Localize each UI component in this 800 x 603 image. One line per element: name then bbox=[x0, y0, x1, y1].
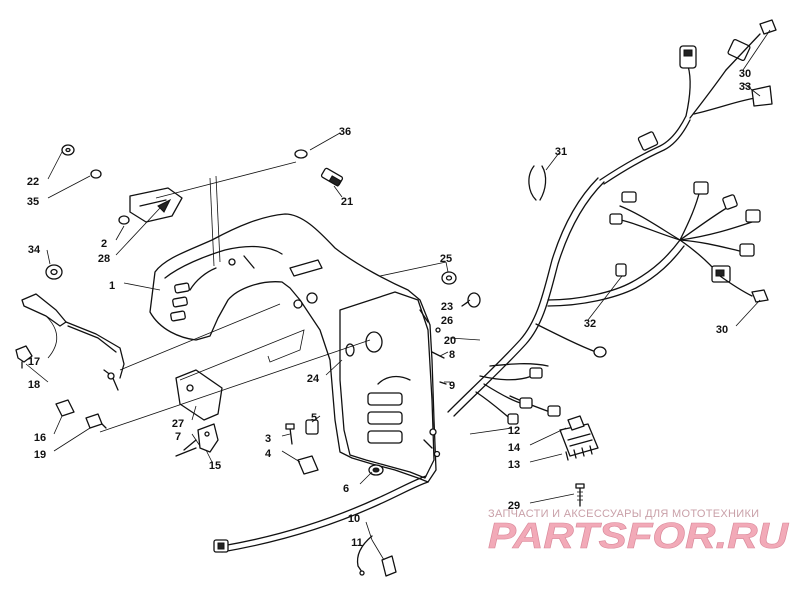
leader-lines bbox=[25, 29, 771, 561]
grommet-36 bbox=[294, 149, 308, 159]
wiring-harness bbox=[447, 19, 777, 425]
cable-17 bbox=[21, 293, 125, 391]
callout-35: 35 bbox=[27, 196, 39, 208]
callout-25: 25 bbox=[440, 253, 452, 265]
grommet-25 bbox=[441, 271, 457, 285]
callout-34: 34 bbox=[28, 244, 41, 256]
watermark-logo-text: PARTSFOR.RU bbox=[488, 515, 789, 556]
callout-14: 14 bbox=[508, 442, 521, 454]
callout-23: 23 bbox=[441, 301, 453, 313]
callout-12: 12 bbox=[508, 425, 520, 437]
callout-13: 13 bbox=[508, 459, 520, 471]
grommet-6 bbox=[368, 464, 384, 476]
callout-2: 2 bbox=[101, 238, 107, 250]
callout-33: 33 bbox=[739, 81, 751, 93]
connector-4 bbox=[297, 455, 319, 475]
lower-vents bbox=[367, 375, 411, 444]
bolt-29 bbox=[575, 483, 585, 507]
callout-16: 16 bbox=[34, 432, 46, 444]
callout-6: 6 bbox=[343, 483, 349, 495]
callout-26: 26 bbox=[441, 315, 453, 327]
washer-35 bbox=[90, 169, 102, 179]
bracket-15 bbox=[183, 423, 219, 453]
callout-22: 22 bbox=[27, 176, 39, 188]
callout-7: 7 bbox=[175, 431, 181, 443]
lower-cable bbox=[213, 475, 429, 553]
bracket-27 bbox=[175, 369, 223, 421]
callout-labels: 1228223536213417181619277153452462523262… bbox=[27, 68, 751, 549]
callout-28: 28 bbox=[98, 253, 110, 265]
left-vents bbox=[170, 282, 190, 322]
callout-1: 1 bbox=[109, 280, 115, 292]
callout-20: 20 bbox=[444, 335, 456, 347]
callout-27: 27 bbox=[172, 418, 184, 430]
callout-4: 4 bbox=[265, 448, 272, 460]
callout-17: 17 bbox=[28, 356, 40, 368]
screw-8 bbox=[431, 351, 445, 359]
callout-30: 30 bbox=[739, 68, 751, 80]
upper-bracket bbox=[118, 187, 183, 225]
socket-23-26 bbox=[461, 292, 481, 308]
callout-30: 30 bbox=[716, 324, 728, 336]
plug-14 bbox=[567, 415, 585, 431]
connector-5 bbox=[305, 419, 319, 435]
callout-24: 24 bbox=[307, 373, 320, 385]
callout-18: 18 bbox=[28, 379, 40, 391]
bulb-19 bbox=[85, 413, 107, 429]
callout-21: 21 bbox=[341, 196, 353, 208]
callout-19: 19 bbox=[34, 449, 46, 461]
lead-10 bbox=[356, 535, 373, 576]
callout-9: 9 bbox=[449, 380, 455, 392]
clip-18 bbox=[15, 345, 33, 369]
watermark-tagline: ЗАПЧАСТИ И АКСЕССУАРЫ ДЛЯ МОТОТЕХНИКИ bbox=[488, 508, 760, 520]
callout-31: 31 bbox=[555, 146, 567, 158]
regulator-13 bbox=[559, 423, 599, 461]
console-housing bbox=[149, 213, 441, 483]
callout-32: 32 bbox=[584, 318, 596, 330]
callout-5: 5 bbox=[311, 412, 317, 424]
callout-15: 15 bbox=[209, 460, 221, 472]
screw-9 bbox=[439, 381, 447, 385]
watermark-logo: PARTSFOR.RU bbox=[488, 515, 790, 557]
callout-10: 10 bbox=[348, 513, 360, 525]
connector-11 bbox=[381, 555, 397, 577]
socket-16 bbox=[55, 399, 75, 417]
callout-3: 3 bbox=[265, 433, 271, 445]
callout-11: 11 bbox=[351, 537, 363, 549]
screw-3 bbox=[289, 427, 293, 445]
callout-8: 8 bbox=[449, 349, 455, 361]
switch-21 bbox=[320, 167, 344, 187]
callout-29: 29 bbox=[508, 500, 520, 512]
callout-36: 36 bbox=[339, 126, 351, 138]
